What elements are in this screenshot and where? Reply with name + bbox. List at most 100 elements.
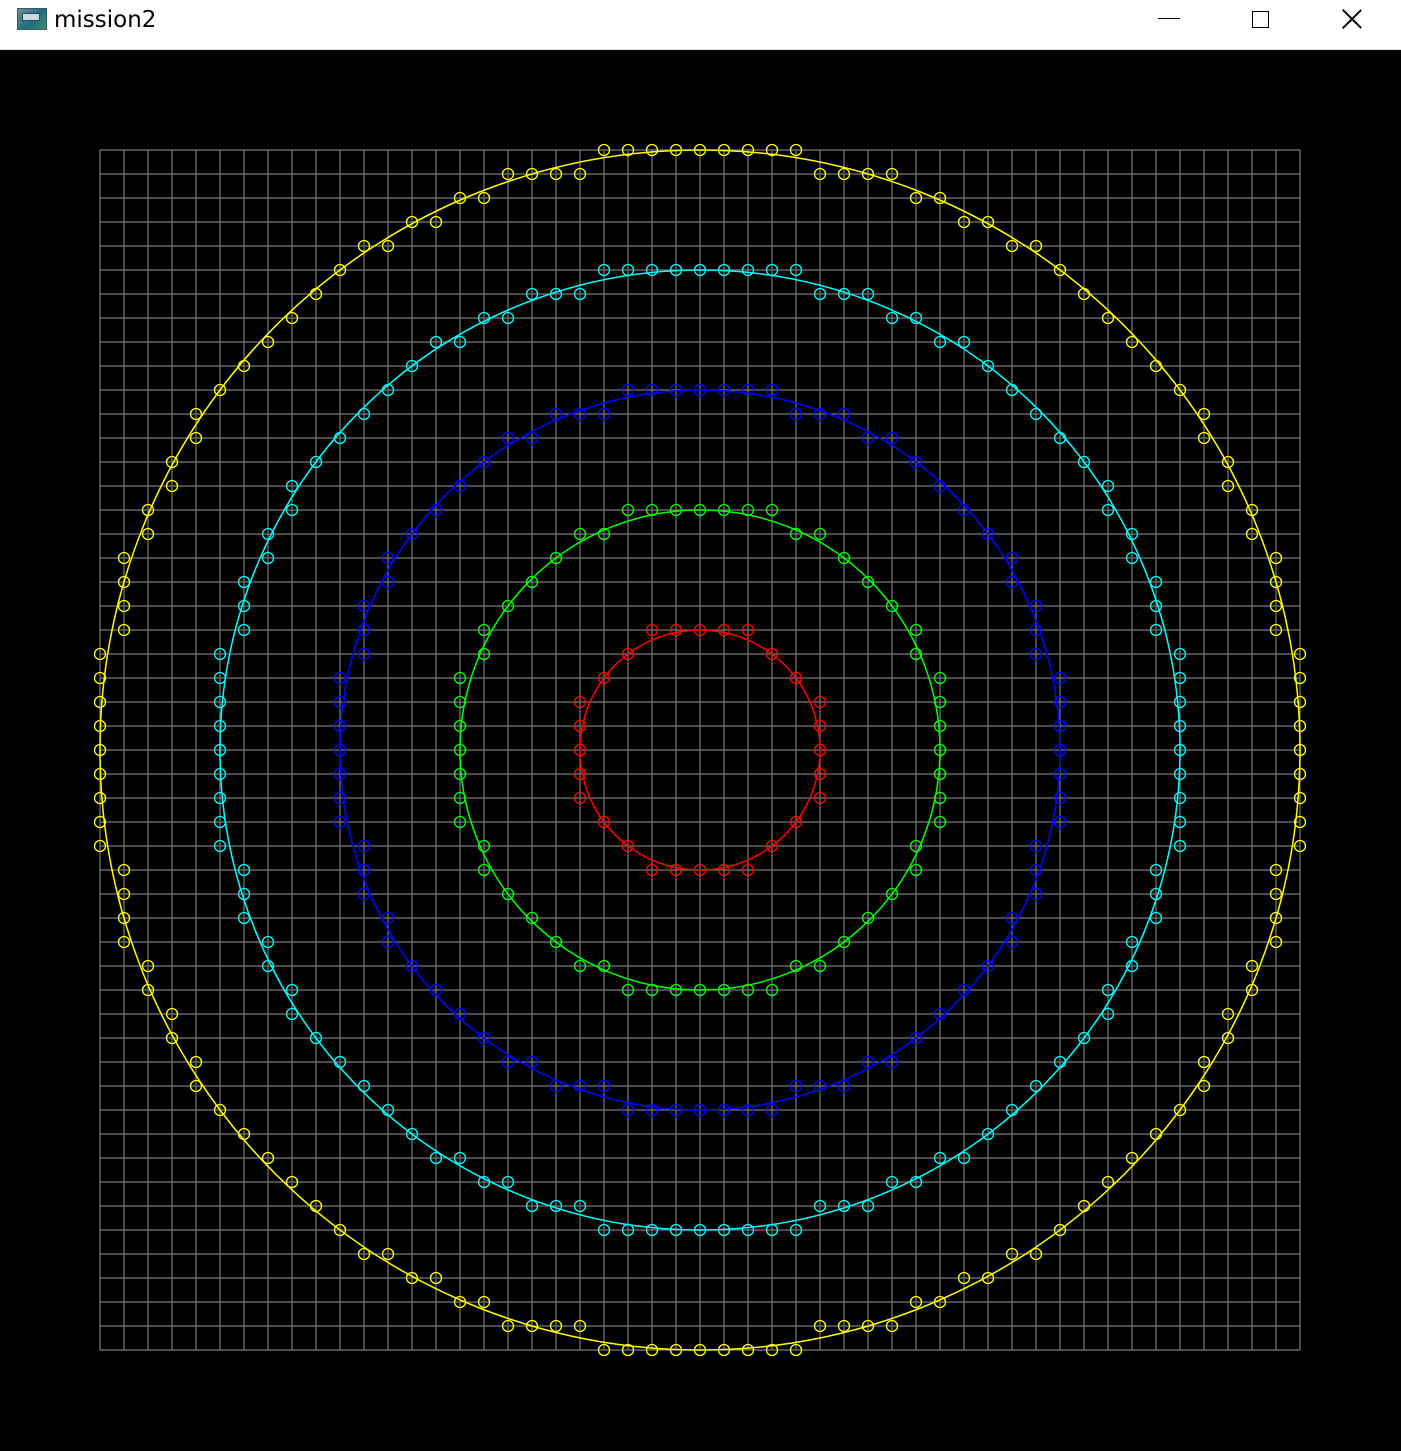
sample-point-cyan bbox=[1053, 1055, 1067, 1069]
close-button[interactable] bbox=[1306, 0, 1398, 38]
sample-point-blue bbox=[597, 1079, 611, 1093]
sample-point-yellow bbox=[1245, 503, 1259, 517]
sample-point-cyan bbox=[213, 743, 227, 757]
sample-point-cyan bbox=[957, 1151, 971, 1165]
sample-point-blue bbox=[549, 1079, 563, 1093]
sample-point-red bbox=[765, 839, 779, 853]
sample-point-blue bbox=[861, 431, 875, 445]
sample-point-blue bbox=[741, 1103, 755, 1117]
sample-point-red bbox=[765, 647, 779, 661]
circle-rasterization-svg bbox=[93, 143, 1307, 1357]
sample-point-green bbox=[477, 623, 491, 637]
sample-point-cyan bbox=[213, 695, 227, 709]
sample-point-yellow bbox=[597, 143, 611, 157]
sample-point-blue bbox=[357, 599, 371, 613]
sample-point-cyan bbox=[1149, 623, 1163, 637]
sample-point-green bbox=[765, 503, 779, 517]
sample-point-green bbox=[861, 911, 875, 925]
sample-point-green bbox=[909, 839, 923, 853]
sample-point-yellow bbox=[477, 191, 491, 205]
maximize-button[interactable] bbox=[1214, 0, 1306, 38]
sample-point-cyan bbox=[237, 863, 251, 877]
sample-point-red bbox=[597, 815, 611, 829]
sample-point-red bbox=[693, 623, 707, 637]
sample-point-blue bbox=[333, 695, 347, 709]
sample-point-yellow bbox=[93, 839, 107, 853]
sample-point-blue bbox=[333, 671, 347, 685]
sample-point-cyan bbox=[1149, 887, 1163, 901]
sample-point-yellow bbox=[765, 1343, 779, 1357]
sample-point-blue bbox=[813, 407, 827, 421]
sample-point-cyan bbox=[213, 671, 227, 685]
sample-point-blue bbox=[357, 863, 371, 877]
sample-point-yellow bbox=[1197, 1055, 1211, 1069]
drawing-canvas[interactable] bbox=[0, 50, 1401, 1451]
sample-point-yellow bbox=[381, 1247, 395, 1261]
sample-point-blue bbox=[909, 1031, 923, 1045]
sample-point-cyan bbox=[357, 407, 371, 421]
sample-point-blue bbox=[453, 1007, 467, 1021]
sample-point-blue bbox=[333, 719, 347, 733]
sample-point-cyan bbox=[237, 575, 251, 589]
sample-point-yellow bbox=[93, 815, 107, 829]
sample-point-cyan bbox=[669, 1223, 683, 1237]
minimize-button[interactable] bbox=[1123, 0, 1215, 38]
sample-point-yellow bbox=[789, 143, 803, 157]
sample-point-cyan bbox=[1053, 431, 1067, 445]
sample-point-blue bbox=[957, 503, 971, 517]
sample-point-yellow bbox=[117, 551, 131, 565]
sample-point-cyan bbox=[213, 647, 227, 661]
sample-point-yellow bbox=[1293, 719, 1307, 733]
sample-point-yellow bbox=[357, 239, 371, 253]
sample-point-red bbox=[621, 647, 635, 661]
title-bar[interactable]: mission2 bbox=[0, 0, 1401, 50]
sample-point-yellow bbox=[789, 1343, 803, 1357]
sample-point-yellow bbox=[933, 191, 947, 205]
sample-point-blue bbox=[405, 959, 419, 973]
sample-point-yellow bbox=[165, 1031, 179, 1045]
sample-point-blue bbox=[357, 647, 371, 661]
sample-point-green bbox=[933, 719, 947, 733]
sample-point-cyan bbox=[1077, 1031, 1091, 1045]
sample-point-yellow bbox=[141, 983, 155, 997]
ring-blue bbox=[339, 389, 1061, 1111]
sample-point-yellow bbox=[669, 143, 683, 157]
sample-point-yellow bbox=[1197, 1079, 1211, 1093]
sample-point-yellow bbox=[1269, 935, 1283, 949]
sample-point-yellow bbox=[1029, 239, 1043, 253]
sample-point-yellow bbox=[885, 1319, 899, 1333]
sample-point-cyan bbox=[1173, 767, 1187, 781]
sample-point-green bbox=[549, 935, 563, 949]
sample-point-yellow bbox=[693, 143, 707, 157]
sample-point-yellow bbox=[573, 1319, 587, 1333]
sample-point-green bbox=[909, 863, 923, 877]
sample-point-cyan bbox=[1149, 575, 1163, 589]
sample-point-yellow bbox=[693, 1343, 707, 1357]
sample-point-cyan bbox=[453, 335, 467, 349]
sample-point-red bbox=[789, 815, 803, 829]
sample-point-blue bbox=[669, 1103, 683, 1117]
sample-point-yellow bbox=[1221, 1007, 1235, 1021]
sample-point-cyan bbox=[1125, 551, 1139, 565]
sample-point-cyan bbox=[909, 311, 923, 325]
sample-point-blue bbox=[333, 743, 347, 757]
sample-point-yellow bbox=[285, 1175, 299, 1189]
sample-point-cyan bbox=[597, 1223, 611, 1237]
sample-point-cyan bbox=[525, 1199, 539, 1213]
sample-point-red bbox=[573, 719, 587, 733]
sample-point-cyan bbox=[573, 287, 587, 301]
sample-point-yellow bbox=[813, 1319, 827, 1333]
sample-point-red bbox=[741, 863, 755, 877]
sample-point-green bbox=[837, 935, 851, 949]
grid-layer bbox=[99, 149, 1301, 1351]
sample-point-blue bbox=[861, 1055, 875, 1069]
sample-point-blue bbox=[789, 1079, 803, 1093]
sample-point-blue bbox=[501, 431, 515, 445]
sample-point-cyan bbox=[1173, 695, 1187, 709]
sample-point-cyan bbox=[381, 383, 395, 397]
sample-point-red bbox=[813, 695, 827, 709]
sample-point-blue bbox=[1053, 743, 1067, 757]
sample-point-green bbox=[933, 671, 947, 685]
sample-point-cyan bbox=[885, 311, 899, 325]
